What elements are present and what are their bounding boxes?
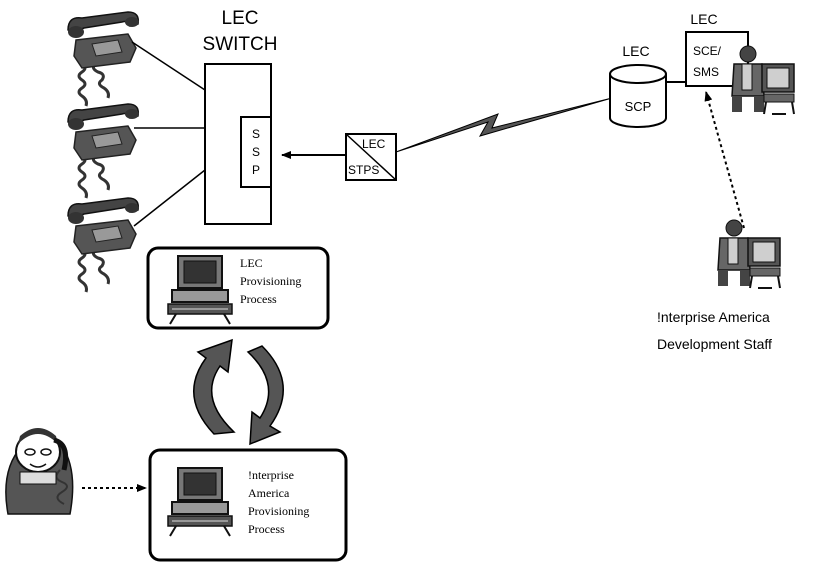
ssp-letter: S — [252, 145, 260, 159]
ea-process-line4: Process — [248, 522, 285, 536]
dev-staff-label-line2: Development Staff — [657, 336, 772, 352]
computer-icon — [167, 467, 233, 537]
ea-process-line2: America — [248, 486, 290, 500]
stp-diagonal — [345, 133, 397, 181]
person-on-phone-icon — [5, 428, 74, 515]
ssp-box — [240, 116, 272, 188]
person-at-workstation-icon — [731, 45, 795, 115]
signaling-link — [395, 97, 613, 153]
sce-owner-label: LEC — [690, 11, 717, 27]
telephone-icon — [66, 196, 141, 294]
phone-line — [133, 169, 206, 227]
ssp-letter: S — [252, 127, 260, 141]
ea-process-line3: Provisioning — [248, 504, 309, 518]
person-at-workstation-icon — [717, 219, 781, 289]
computer-icon — [167, 255, 233, 325]
phone-line — [131, 41, 206, 91]
dev-staff-label-line1: !nterprise America — [657, 309, 770, 325]
ea-process-line1: !nterprise — [248, 468, 294, 482]
scp-owner-label: LEC — [622, 43, 649, 59]
telephone-icon — [66, 102, 141, 200]
lec-process-line2: Provisioning — [240, 274, 301, 288]
lec-process-line3: Process — [240, 292, 277, 306]
stp-label-line2: STPS — [348, 163, 379, 177]
stp-label-line1: LEC — [362, 137, 386, 151]
lec-process-line1: LEC — [240, 256, 263, 270]
scp-cylinder — [609, 74, 667, 128]
switch-title-line2: SWITCH — [203, 34, 278, 55]
sce-label-line2: SMS — [693, 65, 719, 79]
ssp-letter: P — [252, 163, 260, 177]
sce-label-line1: SCE/ — [693, 44, 722, 58]
scp-cylinder-top — [609, 64, 667, 84]
upward-cycle-arrow — [193, 338, 236, 435]
downward-cycle-arrow — [246, 345, 284, 446]
scp-label: SCP — [625, 99, 652, 114]
dev-staff-to-sce-arrow — [704, 91, 745, 229]
switch-title-line1: LEC — [222, 8, 259, 29]
telephone-icon — [66, 10, 141, 108]
